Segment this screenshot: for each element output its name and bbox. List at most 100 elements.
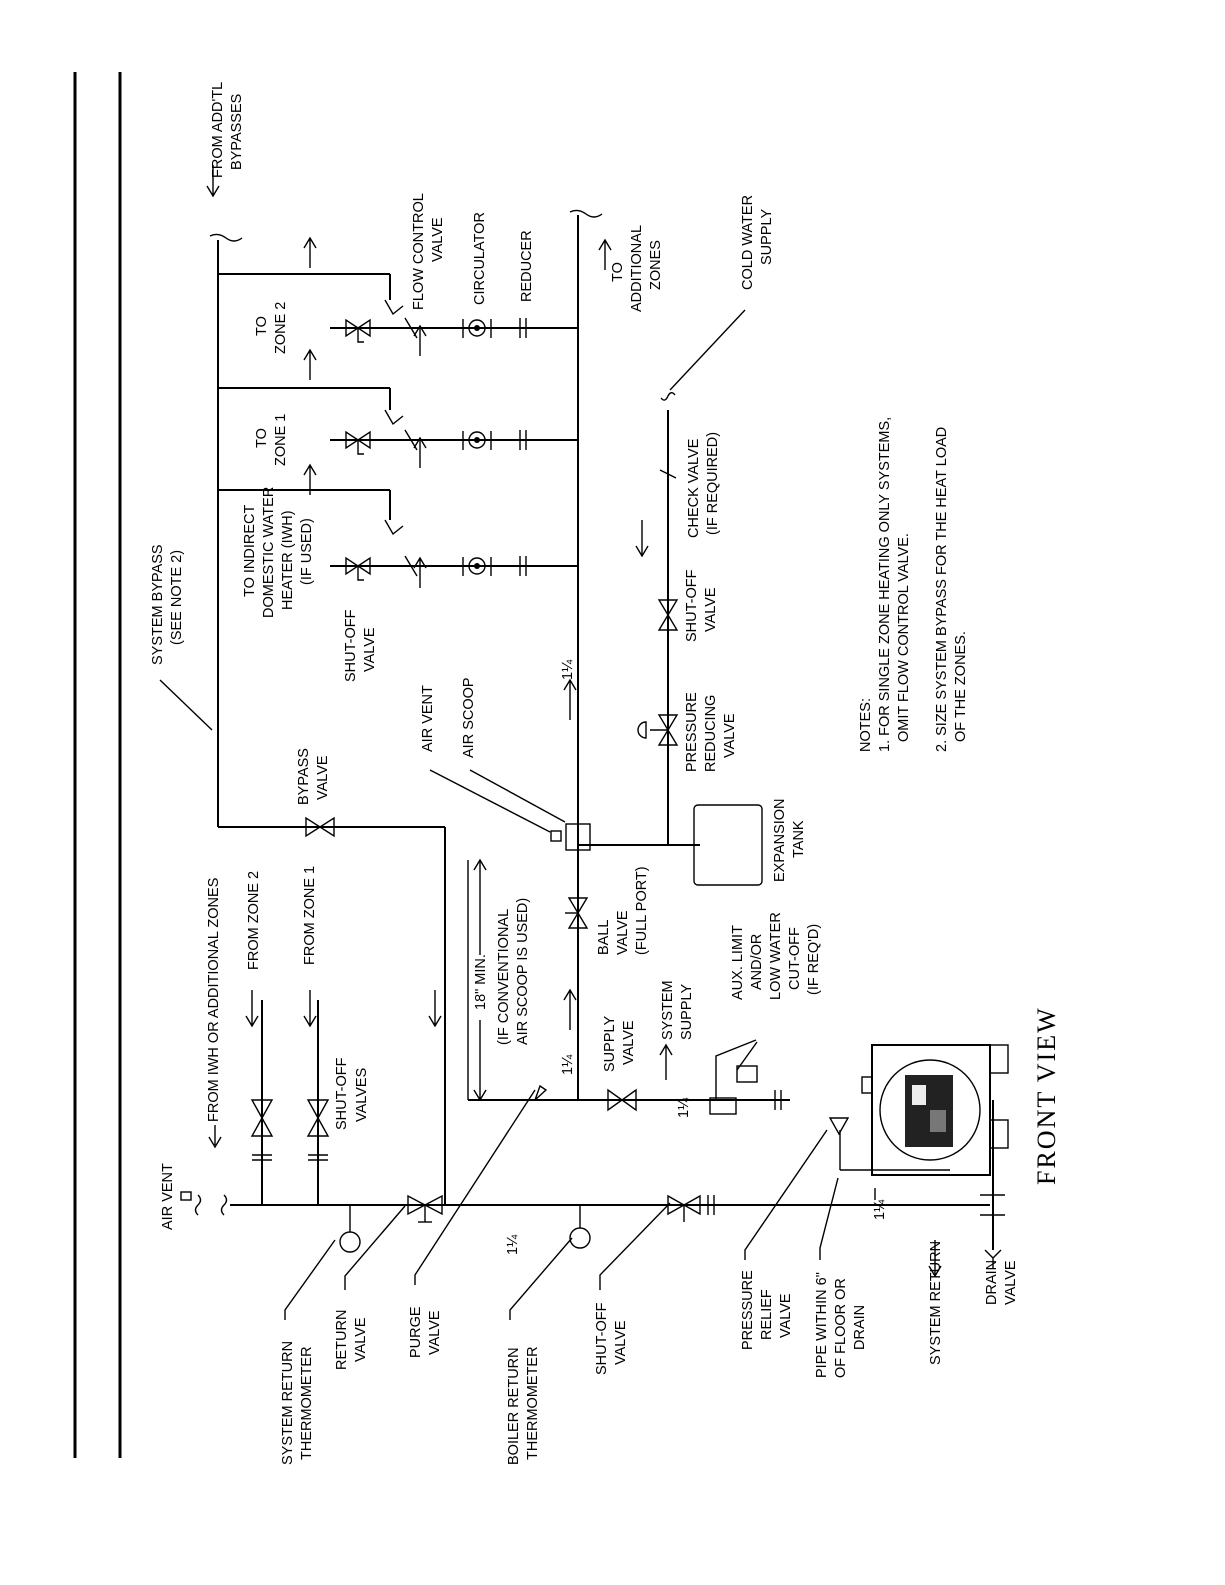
arrow-icon: [928, 1240, 942, 1278]
cold-water-shutoff-icon: [657, 599, 679, 631]
shutoff-valves-label: SHUT-OFF: [334, 1057, 350, 1130]
cold-shutoff-label: VALVE: [703, 587, 719, 632]
pipe-within-label: OF FLOOR OR: [833, 1278, 849, 1378]
aux-limit-label: AUX. LIMIT: [730, 925, 746, 1000]
iwh-label: TO INDIRECT: [242, 504, 258, 597]
min-18-label: 18" MIN.: [473, 954, 489, 1010]
to-zone-2-label: TO: [254, 316, 270, 336]
pressure-reducing-valve-icon: [637, 714, 679, 746]
notes-title: NOTES:: [858, 698, 874, 752]
pressure-reducing-label: PRESSURE: [684, 692, 700, 772]
note-1: 1. FOR SINGLE ZONE HEATING ONLY SYSTEMS,: [877, 417, 893, 752]
pipe-break-icon: [660, 392, 676, 401]
leader-lines: [159, 309, 876, 1320]
air-vent-supply-label: AIR VENT: [420, 685, 436, 752]
boiler-illustration: [861, 1044, 1009, 1176]
boiler-return-thermometer-label: THERMOMETER: [525, 1346, 541, 1460]
to-zone-2-label: ZONE 2: [273, 302, 289, 354]
arrow-icon: [413, 436, 427, 468]
pipe-within-label: DRAIN: [852, 1305, 868, 1350]
to-zone-1-label: ZONE 1: [273, 414, 289, 466]
pressure-relief-label: RELIEF: [759, 1289, 775, 1340]
supply-valve-label: SUPPLY: [602, 1016, 618, 1072]
to-additional-label: TO: [610, 262, 626, 282]
drain-valve-label: VALVE: [1003, 1260, 1019, 1305]
note-2: 2. SIZE SYSTEM BYPASS FOR THE HEAT LOAD: [934, 427, 950, 752]
arrow-icon: [206, 165, 220, 198]
system-return-thermometer-icon: [339, 1231, 361, 1253]
arrow-icon: [303, 990, 317, 1028]
pressure-relief-valve-icon: [828, 1117, 850, 1136]
arrow-icon: [413, 556, 427, 588]
aux-limit-icon: [709, 1097, 737, 1115]
iwh-label: HEATER (IWH): [280, 510, 296, 610]
system-supply-label: SUPPLY: [679, 984, 695, 1040]
aux-limit-label: LOW WATER: [768, 912, 784, 1000]
air-scoop-label: AIR SCOOP: [461, 677, 477, 758]
supply-valve-icon: [607, 1088, 637, 1112]
return-valve-icon: [407, 1194, 443, 1223]
air-vent-supply-icon: [550, 830, 562, 842]
aux-limit-label: (IF REQ'D): [806, 924, 822, 995]
system-return-thermometer-label: THERMOMETER: [299, 1346, 315, 1460]
pipe-size-label: 1¼: [872, 1199, 888, 1220]
system-return-label: SYSTEM RETURN: [928, 1241, 944, 1365]
drain-valve-icon: [984, 1249, 1002, 1268]
pipe-size-label: 1¼: [560, 659, 576, 680]
arrow-icon: [635, 520, 649, 558]
pipe-break-icon: [209, 233, 243, 242]
arrow-icon: [413, 324, 427, 356]
arrow-icon: [563, 988, 577, 1030]
low-water-cutoff-icon: [736, 1065, 758, 1083]
pressure-relief-label: VALVE: [778, 1293, 794, 1338]
flow-control-label: FLOW CONTROL: [411, 193, 427, 310]
flow-control-label: VALVE: [430, 217, 446, 262]
arrow-icon: [245, 990, 259, 1028]
pressure-reducing-label: REDUCING: [703, 695, 719, 772]
cold-shutoff-label: SHUT-OFF: [684, 569, 700, 642]
check-valve-icon: [659, 469, 677, 490]
check-valve-label: CHECK VALVE: [686, 438, 702, 538]
ball-valve-icon: [565, 897, 589, 929]
expansion-tank-label: EXPANSION: [772, 798, 788, 882]
flow-arrows: [206, 165, 942, 1278]
from-additional-label: FROM ADD'TL: [210, 82, 226, 178]
reducer-label: REDUCER: [519, 230, 535, 302]
arrow-icon: [303, 236, 317, 268]
arrow-icon: [598, 238, 612, 270]
cold-water-supply-label: SUPPLY: [759, 209, 775, 265]
air-vent-return-label: AIR VENT: [160, 1163, 176, 1230]
note-2: OF THE ZONES.: [953, 631, 969, 742]
zone-assembly-iwh: [345, 519, 527, 581]
pipe-size-label: 1¼: [505, 1234, 521, 1255]
boiler-return-thermometer-label: BOILER RETURN: [506, 1347, 522, 1465]
zone-shutoff-label: VALVE: [362, 627, 378, 672]
conventional-scoop-label: (IF CONVENTIONAL: [496, 909, 512, 1045]
system-return-thermometer-label: SYSTEM RETURN: [280, 1341, 296, 1465]
from-zone-1-label: FROM ZONE 1: [302, 866, 318, 965]
return-valve-label: RETURN: [334, 1310, 350, 1370]
to-additional-label: ADDITIONAL: [629, 225, 645, 312]
system-supply-label: SYSTEM: [660, 980, 676, 1040]
aux-limit-label: AND/OR: [749, 934, 765, 990]
from-zone-2-label: FROM ZONE 2: [246, 871, 262, 970]
return-shutoff-label: VALVE: [613, 1320, 629, 1365]
expansion-tank-label: TANK: [791, 820, 807, 858]
cold-water-supply-label: COLD WATER: [740, 195, 756, 290]
air-vent-return-icon: [180, 1191, 192, 1201]
supply-valve-label: VALVE: [621, 1020, 637, 1065]
pressure-relief-label: PRESSURE: [740, 1270, 756, 1350]
boiler-return-thermometer-icon: [569, 1227, 591, 1249]
air-scoop-icon: [565, 823, 591, 851]
ball-valve-label: VALVE: [615, 910, 631, 955]
pipe-size-label: 1¼: [560, 1054, 576, 1075]
check-valve-label: (IF REQUIRED): [705, 432, 721, 535]
pipe-break-icon: [569, 209, 603, 218]
labels: AIR VENT FROM IWH OR ADDITIONAL ZONES FR…: [150, 82, 1061, 1465]
ball-valve-label: BALL: [596, 920, 612, 955]
pipe-break-icon: [194, 1194, 228, 1216]
from-iwh-label: FROM IWH OR ADDITIONAL ZONES: [206, 878, 222, 1122]
purge-valve-label: PURGE: [408, 1306, 424, 1358]
zone-assembly-zone2: [345, 299, 527, 343]
